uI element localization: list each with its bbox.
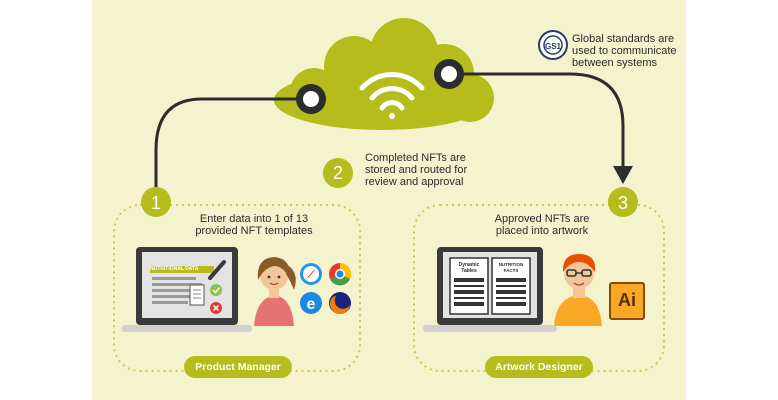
step-2-number: 2 bbox=[332, 163, 343, 183]
illustrator-label: Ai bbox=[618, 290, 636, 310]
safari-icon bbox=[300, 263, 322, 285]
firefox-icon bbox=[329, 292, 351, 315]
nutrition-facts-label: NUTRITION FACTS bbox=[498, 262, 524, 273]
pencil-icon bbox=[208, 260, 226, 280]
step-3-number: 3 bbox=[617, 193, 628, 213]
cross-icon bbox=[210, 302, 222, 314]
connector-line-right bbox=[449, 72, 625, 170]
svg-text:e: e bbox=[307, 296, 316, 313]
connector-line-left bbox=[154, 97, 311, 190]
illustrator-icon bbox=[609, 282, 645, 320]
artwork-designer-role-pill: Artwork Designer bbox=[485, 356, 593, 378]
product-manager-avatar bbox=[254, 257, 296, 326]
step-1-number: 1 bbox=[150, 193, 161, 213]
chrome-icon bbox=[329, 262, 352, 286]
step-3-circle bbox=[608, 187, 638, 217]
laptop-left bbox=[122, 247, 252, 332]
diagram-canvas: e 1 2 3 Completed NFTs are stored a bbox=[92, 0, 686, 400]
gs1-logo-text: GS1 bbox=[544, 42, 561, 51]
diagram-graphics: e bbox=[113, 18, 665, 372]
gs1-logo bbox=[538, 30, 568, 60]
arrow-head-icon bbox=[613, 166, 633, 184]
step-3-description: Approved NFTs are placed into artwork bbox=[494, 213, 590, 237]
dynamic-tables-label: Dynamic Tables bbox=[458, 262, 480, 274]
cloud bbox=[274, 18, 494, 130]
step-1-circle bbox=[141, 187, 171, 217]
product-manager-role-pill: Product Manager bbox=[184, 356, 292, 378]
wifi-icon bbox=[359, 72, 425, 119]
laptop-right bbox=[423, 247, 557, 332]
connector-node-right bbox=[434, 59, 464, 89]
artwork-designer-avatar bbox=[554, 254, 602, 326]
connector-node-left bbox=[296, 84, 326, 114]
step-1-description: Enter data into 1 of 13 provided NFT tem… bbox=[195, 213, 313, 237]
step-2-circle bbox=[323, 158, 353, 188]
step-2-description: Completed NFTs are stored and routed for… bbox=[365, 152, 468, 188]
internet-explorer-icon: e bbox=[300, 292, 322, 314]
gs1-caption: Global standards are used to communicate… bbox=[572, 33, 677, 69]
nutritional-data-label: NUTRITIONAL DATA bbox=[150, 266, 199, 272]
checkmark-icon bbox=[210, 284, 222, 296]
